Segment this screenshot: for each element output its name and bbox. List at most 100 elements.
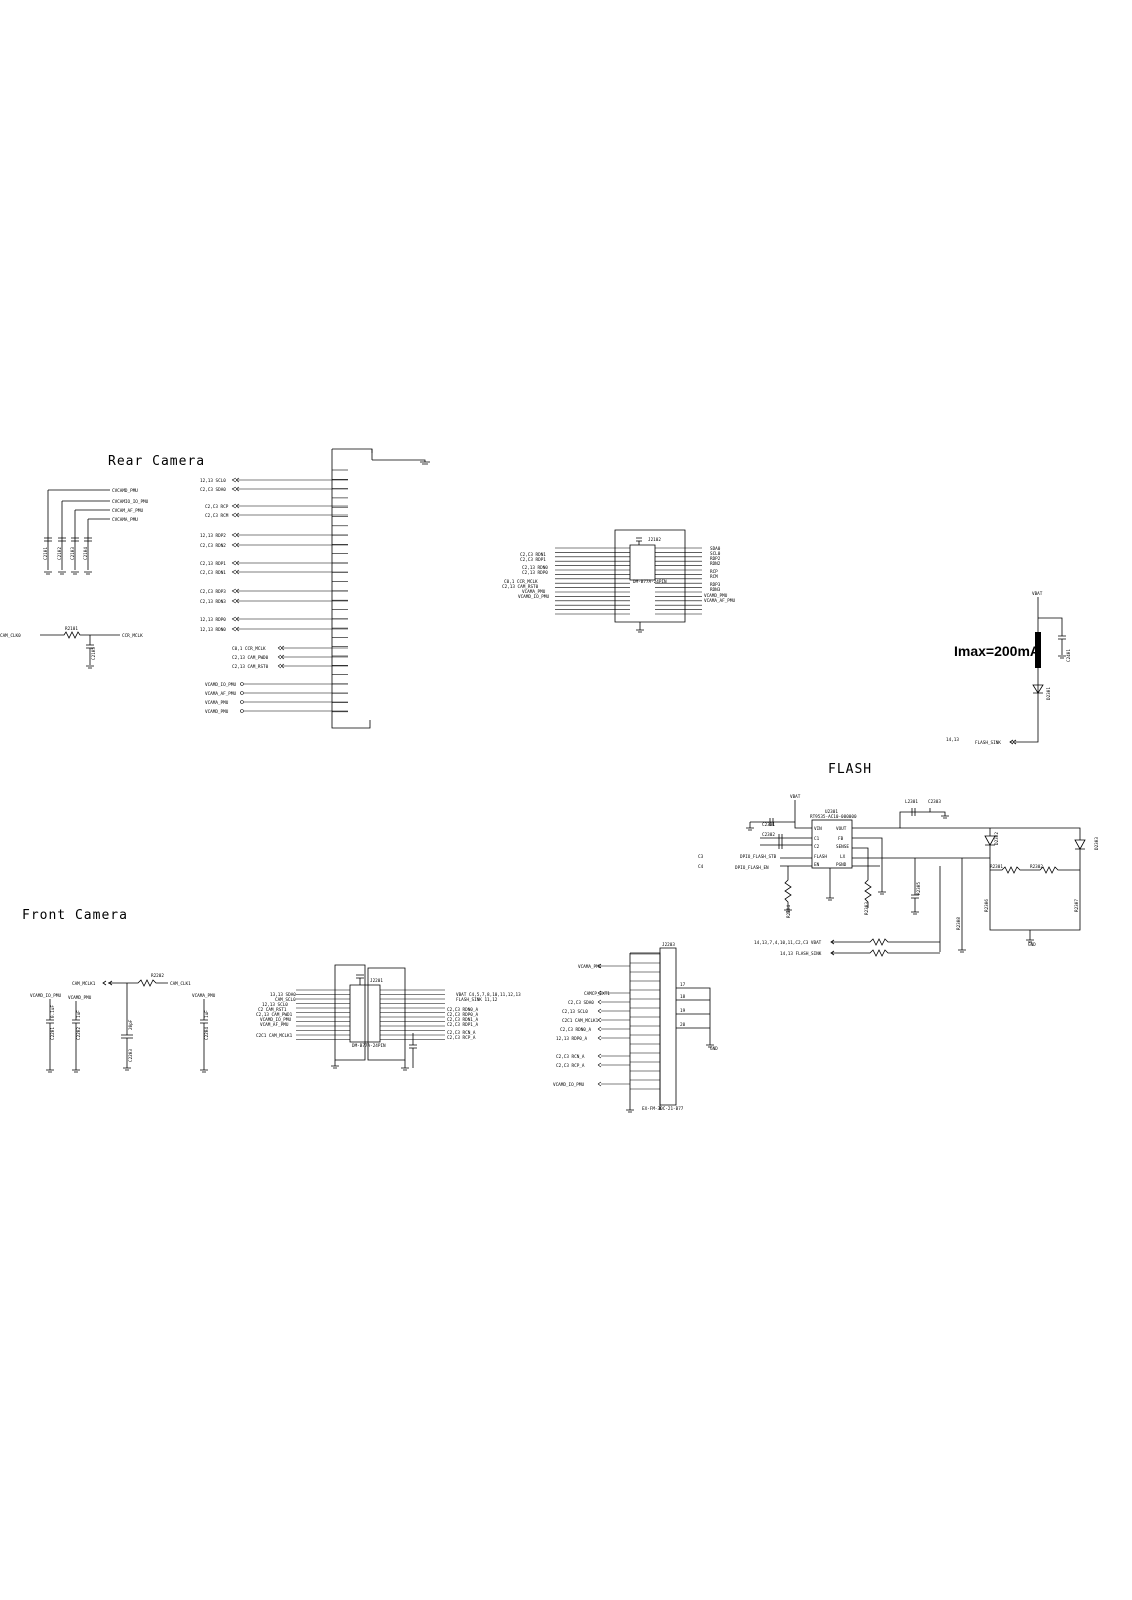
flash-cap: C2302 — [762, 832, 775, 838]
rear-signal-wire — [231, 569, 348, 575]
flash-left-ref: C3 — [698, 854, 704, 860]
cap-ref: C2101 — [43, 547, 49, 560]
flash-res: R2301 — [990, 864, 1003, 870]
ext-left: C2,C3 SDA0 — [568, 1000, 594, 1006]
rail-label: CVCAMA_PMU — [112, 517, 138, 523]
flash-title: FLASH — [828, 762, 872, 777]
b2b-right: VCAMD_PMU — [704, 593, 728, 599]
front-rail: VCAMA_PMU — [192, 993, 216, 999]
flash-strb-net: DPIO_FLASH_STB — [740, 854, 777, 860]
b2b-right: RCM — [710, 574, 718, 580]
rear-b2b-connector: J2102 DM-B77A-24PIN C2,C3 RDN1 C2,C3 RDP… — [502, 529, 735, 633]
flash-res: R2308 — [956, 917, 962, 930]
sink-ref: 14,13 — [946, 737, 959, 743]
flash-res: R2306 — [984, 899, 990, 912]
ext-signal-wire — [597, 1053, 630, 1059]
rear-signal-wire — [231, 598, 348, 604]
ext-signal-wire — [597, 999, 630, 1005]
imax-annotation: Imax=200mA — [954, 643, 1040, 659]
ext-signal-wire — [597, 1062, 630, 1068]
cap-ref: C2102 — [57, 547, 63, 560]
b2b-right: RCP — [710, 569, 718, 575]
b2b-right: VCAMA_AF_PMU — [704, 598, 735, 604]
ext-left: CAMCP_EXT1 — [584, 991, 610, 997]
rear-signal: 12,13 RDN0 — [200, 627, 226, 633]
ext-pin: 18 — [680, 994, 686, 1000]
rear-signal: C2,C3 RDP3 — [200, 589, 226, 595]
flash-inductor: L2301 — [905, 799, 918, 805]
front-left: CAM_SCL0 — [275, 997, 296, 1003]
front-camera-power: CAM_MCLK1 CAM_CLK1 R2202 VCAMD_IO_PMU VC… — [30, 973, 216, 1073]
ic-pin: PGND — [836, 862, 847, 868]
front-right: VBAT C4,5,7,8,10,11,12,13 — [456, 992, 521, 998]
ext-signal-wire — [597, 963, 630, 969]
ext-pin: 20 — [680, 1022, 686, 1028]
flash-sink-net: 14,13 FLASH_SINK — [780, 951, 822, 957]
b2b-left: C2,13 CAM_RST0 — [502, 584, 539, 590]
front-right: FLASH_SINK 11,12 — [456, 997, 498, 1003]
ic-pin: C2 — [814, 844, 820, 850]
ext-left: 12,13 RDP0_A — [556, 1036, 587, 1042]
front-right: C2,C3 RDN0_A — [447, 1007, 478, 1013]
ext-pin: 17 — [680, 982, 686, 988]
rear-signal: 12,13 SCL0 — [200, 478, 226, 484]
rear-pwr-signal: VCAMA_PMU — [205, 700, 229, 706]
clk-cap-ref: C2105 — [91, 647, 97, 660]
b2b-left: VCAMD_IO_PMU — [518, 594, 549, 600]
rear-signal: 12,13 RDP0 — [200, 617, 226, 623]
front-left: C2 CAM_RST1 — [258, 1007, 287, 1013]
b2b-right: RDP3 — [710, 582, 721, 588]
front-conn-part: DM-B77A-24PIN — [352, 1043, 386, 1049]
ext-signal-wire — [597, 1008, 630, 1014]
rear-pwr-wire — [240, 691, 348, 695]
flash-ic-body — [811, 819, 853, 869]
flash-vbat-net: 14,13,7,4,10,11,C2,C3 VBAT — [754, 940, 822, 946]
rear-signal: C2,C3 RCM — [205, 513, 229, 519]
flash-top-led: D2301 — [1046, 687, 1052, 700]
flash-led-branch: VBAT C2401 Imax=200mA D2301 14,13 FLASH_… — [946, 591, 1072, 746]
cap-ref: C2104 — [83, 547, 89, 560]
rear-io-signal: C2,13 CAM_RST0 — [232, 664, 269, 670]
b2b-right: RDN2 — [710, 561, 721, 567]
ext-left: C2,C3 RCP_A — [556, 1063, 585, 1069]
ic-pin: VOUT — [836, 826, 847, 832]
ext-signal-wire — [597, 1035, 630, 1041]
flash-ic-part: RT9535-AC10-000000 — [810, 814, 857, 820]
ic-pin: FLASH — [814, 854, 827, 860]
front-left: 13,13 SDA0 — [270, 992, 296, 998]
b2b-left: C2,13 RDP0 — [522, 570, 548, 576]
ic-pin: EN — [814, 862, 820, 868]
rear-io-wire — [277, 654, 348, 660]
front-right: C2,C3 RCP_A — [447, 1035, 476, 1041]
ext-left: C2,C3 RCN_A — [556, 1054, 585, 1060]
front-cap: C2203 — [128, 1049, 134, 1062]
front-clk-right: CAM_CLK1 — [170, 981, 191, 987]
flash-res: R2305 — [916, 882, 922, 895]
flash-res: R2303 — [864, 902, 870, 915]
ext-signal-wire — [597, 1026, 630, 1032]
b2b-left: C0,1 CCR_MCLK — [504, 579, 538, 585]
ext-gnd: GND — [710, 1046, 718, 1052]
flash-cap: C2301 — [762, 822, 775, 828]
front-cap-value: 0.1uF — [50, 1005, 56, 1018]
rear-pwr-signal: VCAMA_AF_PMU — [205, 691, 236, 697]
ic-pin: C1 — [814, 836, 820, 842]
ext-left: C2,13 SCL0 — [562, 1009, 588, 1015]
rear-signal-wire — [231, 542, 348, 548]
front-right: C2,C3 RDP0_A — [447, 1012, 478, 1018]
ic-pin: SENSE — [836, 844, 849, 850]
b2b-right: RDN3 — [710, 587, 721, 593]
front-left: VCAMD_IO_PMU — [260, 1017, 291, 1023]
rear-pwr-wire — [240, 700, 348, 704]
rear-signal-wire — [231, 477, 348, 483]
front-left: C2,13 CAM_PWD1 — [256, 1012, 293, 1018]
ext-signal-wire — [597, 990, 630, 996]
ic-pin: VIN — [814, 826, 822, 832]
rear-signal-wire — [231, 588, 348, 594]
rear-pwr-wire — [240, 682, 348, 686]
b2b-right: SDA0 — [710, 546, 721, 552]
clk-right-label: CCR_MCLK — [122, 633, 143, 639]
front-rail: VCAMD_IO_PMU — [30, 993, 61, 999]
ic-pin: FB — [838, 836, 844, 842]
